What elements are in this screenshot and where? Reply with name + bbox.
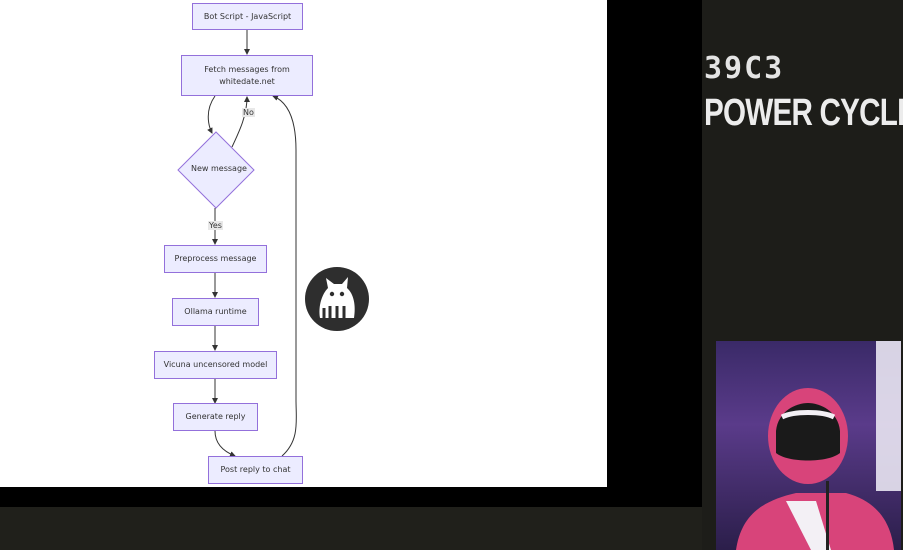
- event-logo-code: 39C3: [704, 51, 785, 86]
- edge-label-no: No: [242, 108, 255, 117]
- speaker-figure: [736, 341, 901, 550]
- node-post: Post reply to chat: [208, 456, 303, 484]
- stage-bottom: [0, 507, 702, 550]
- edge-label-yes: Yes: [208, 221, 223, 230]
- edge-fetch-decision: [207, 95, 216, 134]
- slide-side-panel: [607, 0, 702, 507]
- node-decision-label: New message: [191, 164, 247, 173]
- edge-decision-fetch-no: [231, 96, 250, 148]
- node-fetch: Fetch messages from whitedate.net: [181, 55, 313, 96]
- flowchart-edges: [177, 30, 297, 457]
- node-generate: Generate reply: [173, 403, 258, 431]
- edge-generate-post: [214, 430, 236, 457]
- presentation-slide: Bot Script - JavaScript Fetch messages f…: [0, 0, 607, 487]
- node-preprocess: Preprocess message: [164, 245, 267, 273]
- decision-diamond: [177, 131, 255, 209]
- cat-logo-icon: [305, 267, 369, 331]
- node-model: Vicuna uncensored model: [154, 351, 277, 379]
- node-runtime: Ollama runtime: [172, 298, 259, 326]
- event-title: POWER CYCLES: [704, 92, 903, 134]
- node-start: Bot Script - JavaScript: [192, 3, 303, 30]
- slide-bottom-border: [0, 487, 702, 507]
- speaker-video: [716, 341, 901, 550]
- edge-post-fetch-loop: [272, 95, 297, 457]
